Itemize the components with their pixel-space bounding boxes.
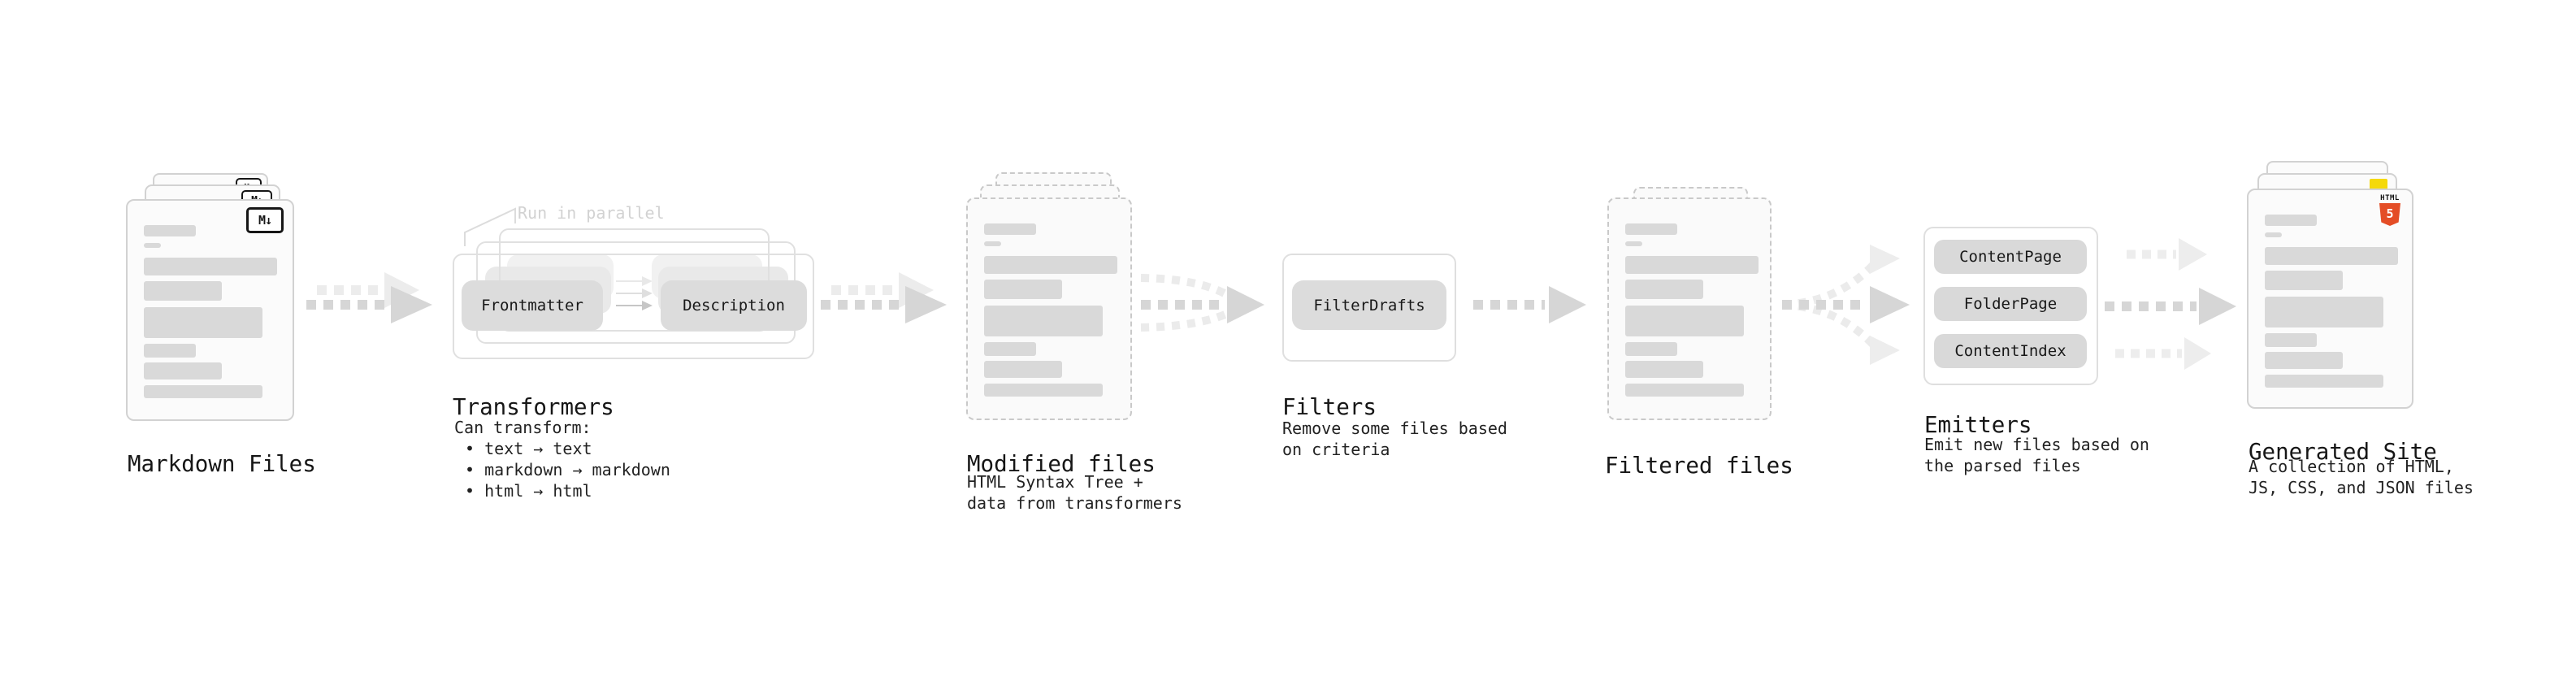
generated-site-caption: A collection of HTML, JS, CSS, and JSON …: [2249, 456, 2474, 498]
filters-caption: Remove some files based on criteria: [1282, 418, 1507, 460]
placeholder-bar: [984, 306, 1103, 336]
stage-title-transformers: Transformers: [453, 393, 614, 420]
arrow-transformers-to-modified: [821, 272, 947, 323]
placeholder-bar: [984, 256, 1117, 274]
placeholder-bar: [2265, 333, 2317, 347]
placeholder-bar: [1625, 241, 1642, 246]
file-content-bars: [1625, 223, 1760, 397]
placeholder-bar: [2265, 352, 2343, 369]
placeholder-bar: [984, 384, 1103, 397]
stage-title-generated-site: Generated Site: [2249, 438, 2437, 465]
placeholder-bar: [2265, 271, 2343, 290]
markdown-file-card-front: M↓: [126, 199, 294, 421]
placeholder-bar: [1625, 223, 1677, 235]
transformer-layer-box-front: [453, 254, 814, 359]
caption-line: on criteria: [1282, 440, 1390, 459]
placeholder-bar: [2265, 247, 2398, 265]
filterdrafts-pill: FilterDrafts: [1292, 280, 1446, 330]
modified-file-card-front: [966, 197, 1132, 420]
modified-files-caption: HTML Syntax Tree + data from transformer…: [967, 471, 1182, 514]
placeholder-bar: [984, 361, 1062, 378]
placeholder-bar: [984, 342, 1036, 356]
markdown-icon: M↓: [246, 207, 284, 233]
caption-line: JS, CSS, and JSON files: [2249, 478, 2474, 497]
transformers-caption: Can transform: • text → text • markdown …: [454, 417, 670, 501]
file-content-bars: [2265, 215, 2400, 388]
emitters-caption: Emit new files based on the parsed files: [1924, 434, 2149, 476]
transformer-layer-box-back: [499, 228, 770, 332]
folderpage-pill: FolderPage: [1934, 287, 2087, 321]
arrow-filtered-to-emitters: [1782, 245, 1910, 365]
placeholder-bar: [144, 385, 262, 398]
placeholder-bar: [144, 362, 222, 380]
caption-line: Can transform:: [454, 418, 592, 437]
placeholder-bar: [2265, 297, 2383, 327]
stage-title-filtered-files: Filtered files: [1605, 452, 1793, 479]
stage-title-emitters: Emitters: [1924, 411, 2032, 438]
arrow-emitters-to-generated: [2105, 238, 2236, 370]
placeholder-bar: [1625, 256, 1759, 274]
placeholder-bar: [1625, 361, 1703, 378]
caption-line: the parsed files: [1924, 456, 2081, 475]
placeholder-bar: [2265, 375, 2383, 388]
caption-line: Remove some files based: [1282, 419, 1507, 438]
caption-line: Emit new files based on: [1924, 435, 2149, 454]
arrow-filters-to-filtered: [1473, 286, 1586, 323]
file-content-bars: [144, 225, 279, 398]
placeholder-bar: [984, 223, 1036, 235]
run-in-parallel-label: Run in parallel: [518, 203, 665, 223]
placeholder-bar: [144, 225, 196, 236]
filtered-file-card-front: [1607, 197, 1772, 420]
caption-line: HTML Syntax Tree +: [967, 472, 1143, 492]
placeholder-bar: [2265, 215, 2317, 226]
placeholder-bar: [144, 344, 196, 358]
placeholder-bar: [1625, 342, 1677, 356]
placeholder-bar: [2265, 232, 2282, 237]
placeholder-bar: [144, 258, 277, 275]
placeholder-bar: [144, 281, 222, 301]
placeholder-bar: [144, 307, 262, 338]
arrow-markdown-to-transformers: [306, 272, 432, 323]
caption-line: data from transformers: [967, 493, 1182, 513]
placeholder-bar: [984, 241, 1001, 246]
stage-title-markdown-files: Markdown Files: [128, 450, 316, 477]
stage-title-modified-files: Modified files: [967, 450, 1156, 477]
placeholder-bar: [1625, 384, 1744, 397]
html5-icon-label: HTML: [2380, 194, 2400, 202]
caption-bullet: • text → text: [465, 439, 592, 458]
frontmatter-pill: Frontmatter: [462, 280, 603, 331]
html5-icon: HTML 5: [2378, 194, 2402, 226]
caption-bullet: • markdown → markdown: [465, 460, 670, 479]
generated-file-card-front: HTML 5: [2247, 189, 2413, 409]
file-content-bars: [984, 223, 1119, 397]
contentindex-pill: ContentIndex: [1934, 334, 2087, 368]
description-pill: Description: [661, 280, 807, 331]
placeholder-bar: [144, 243, 161, 248]
placeholder-bar: [984, 280, 1062, 299]
caption-bullet: • html → html: [465, 481, 592, 501]
contentpage-pill: ContentPage: [1934, 240, 2087, 274]
arrow-modified-to-filters: [1140, 274, 1264, 332]
placeholder-bar: [1625, 306, 1744, 336]
html5-icon-shield: 5: [2379, 203, 2400, 226]
placeholder-bar: [1625, 280, 1703, 299]
filters-box: [1282, 254, 1456, 362]
emitters-box: [1923, 227, 2098, 385]
caption-line: A collection of HTML,: [2249, 457, 2454, 476]
stage-title-filters: Filters: [1282, 393, 1377, 420]
